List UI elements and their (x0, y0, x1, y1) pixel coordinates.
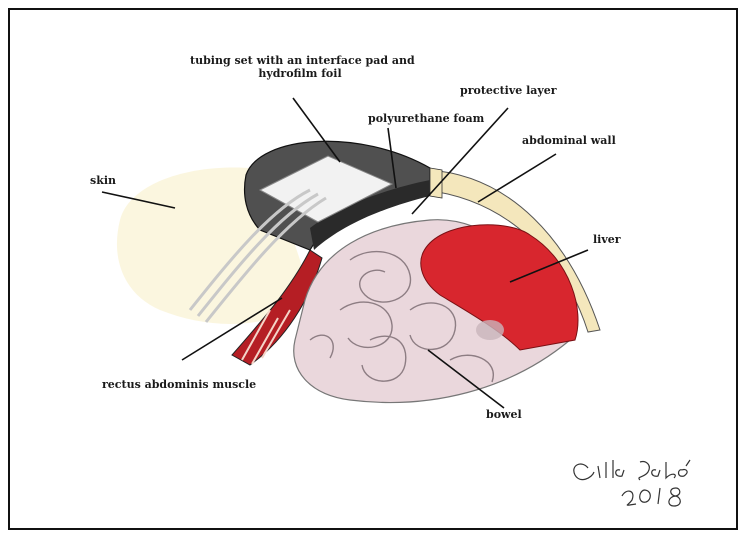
label-liver: liver (593, 233, 621, 246)
label-tubing-line1: tubing set with an interface pad and (190, 54, 410, 67)
label-tubing-line2: hydrofilm foil (190, 67, 410, 80)
label-tubing-set: tubing set with an interface pad and hyd… (190, 54, 410, 80)
label-polyurethane-foam: polyurethane foam (368, 112, 484, 125)
label-protective-layer: protective layer (460, 84, 557, 97)
label-rectus-abdominis-muscle: rectus abdominis muscle (102, 378, 256, 391)
label-skin: skin (90, 174, 116, 187)
label-abdominal-wall: abdominal wall (522, 134, 616, 147)
label-bowel: bowel (486, 408, 522, 421)
anatomy-illustration (10, 10, 738, 530)
liver-spot (476, 320, 504, 340)
artist-signature (574, 460, 690, 506)
figure-frame: tubing set with an interface pad and hyd… (8, 8, 738, 530)
